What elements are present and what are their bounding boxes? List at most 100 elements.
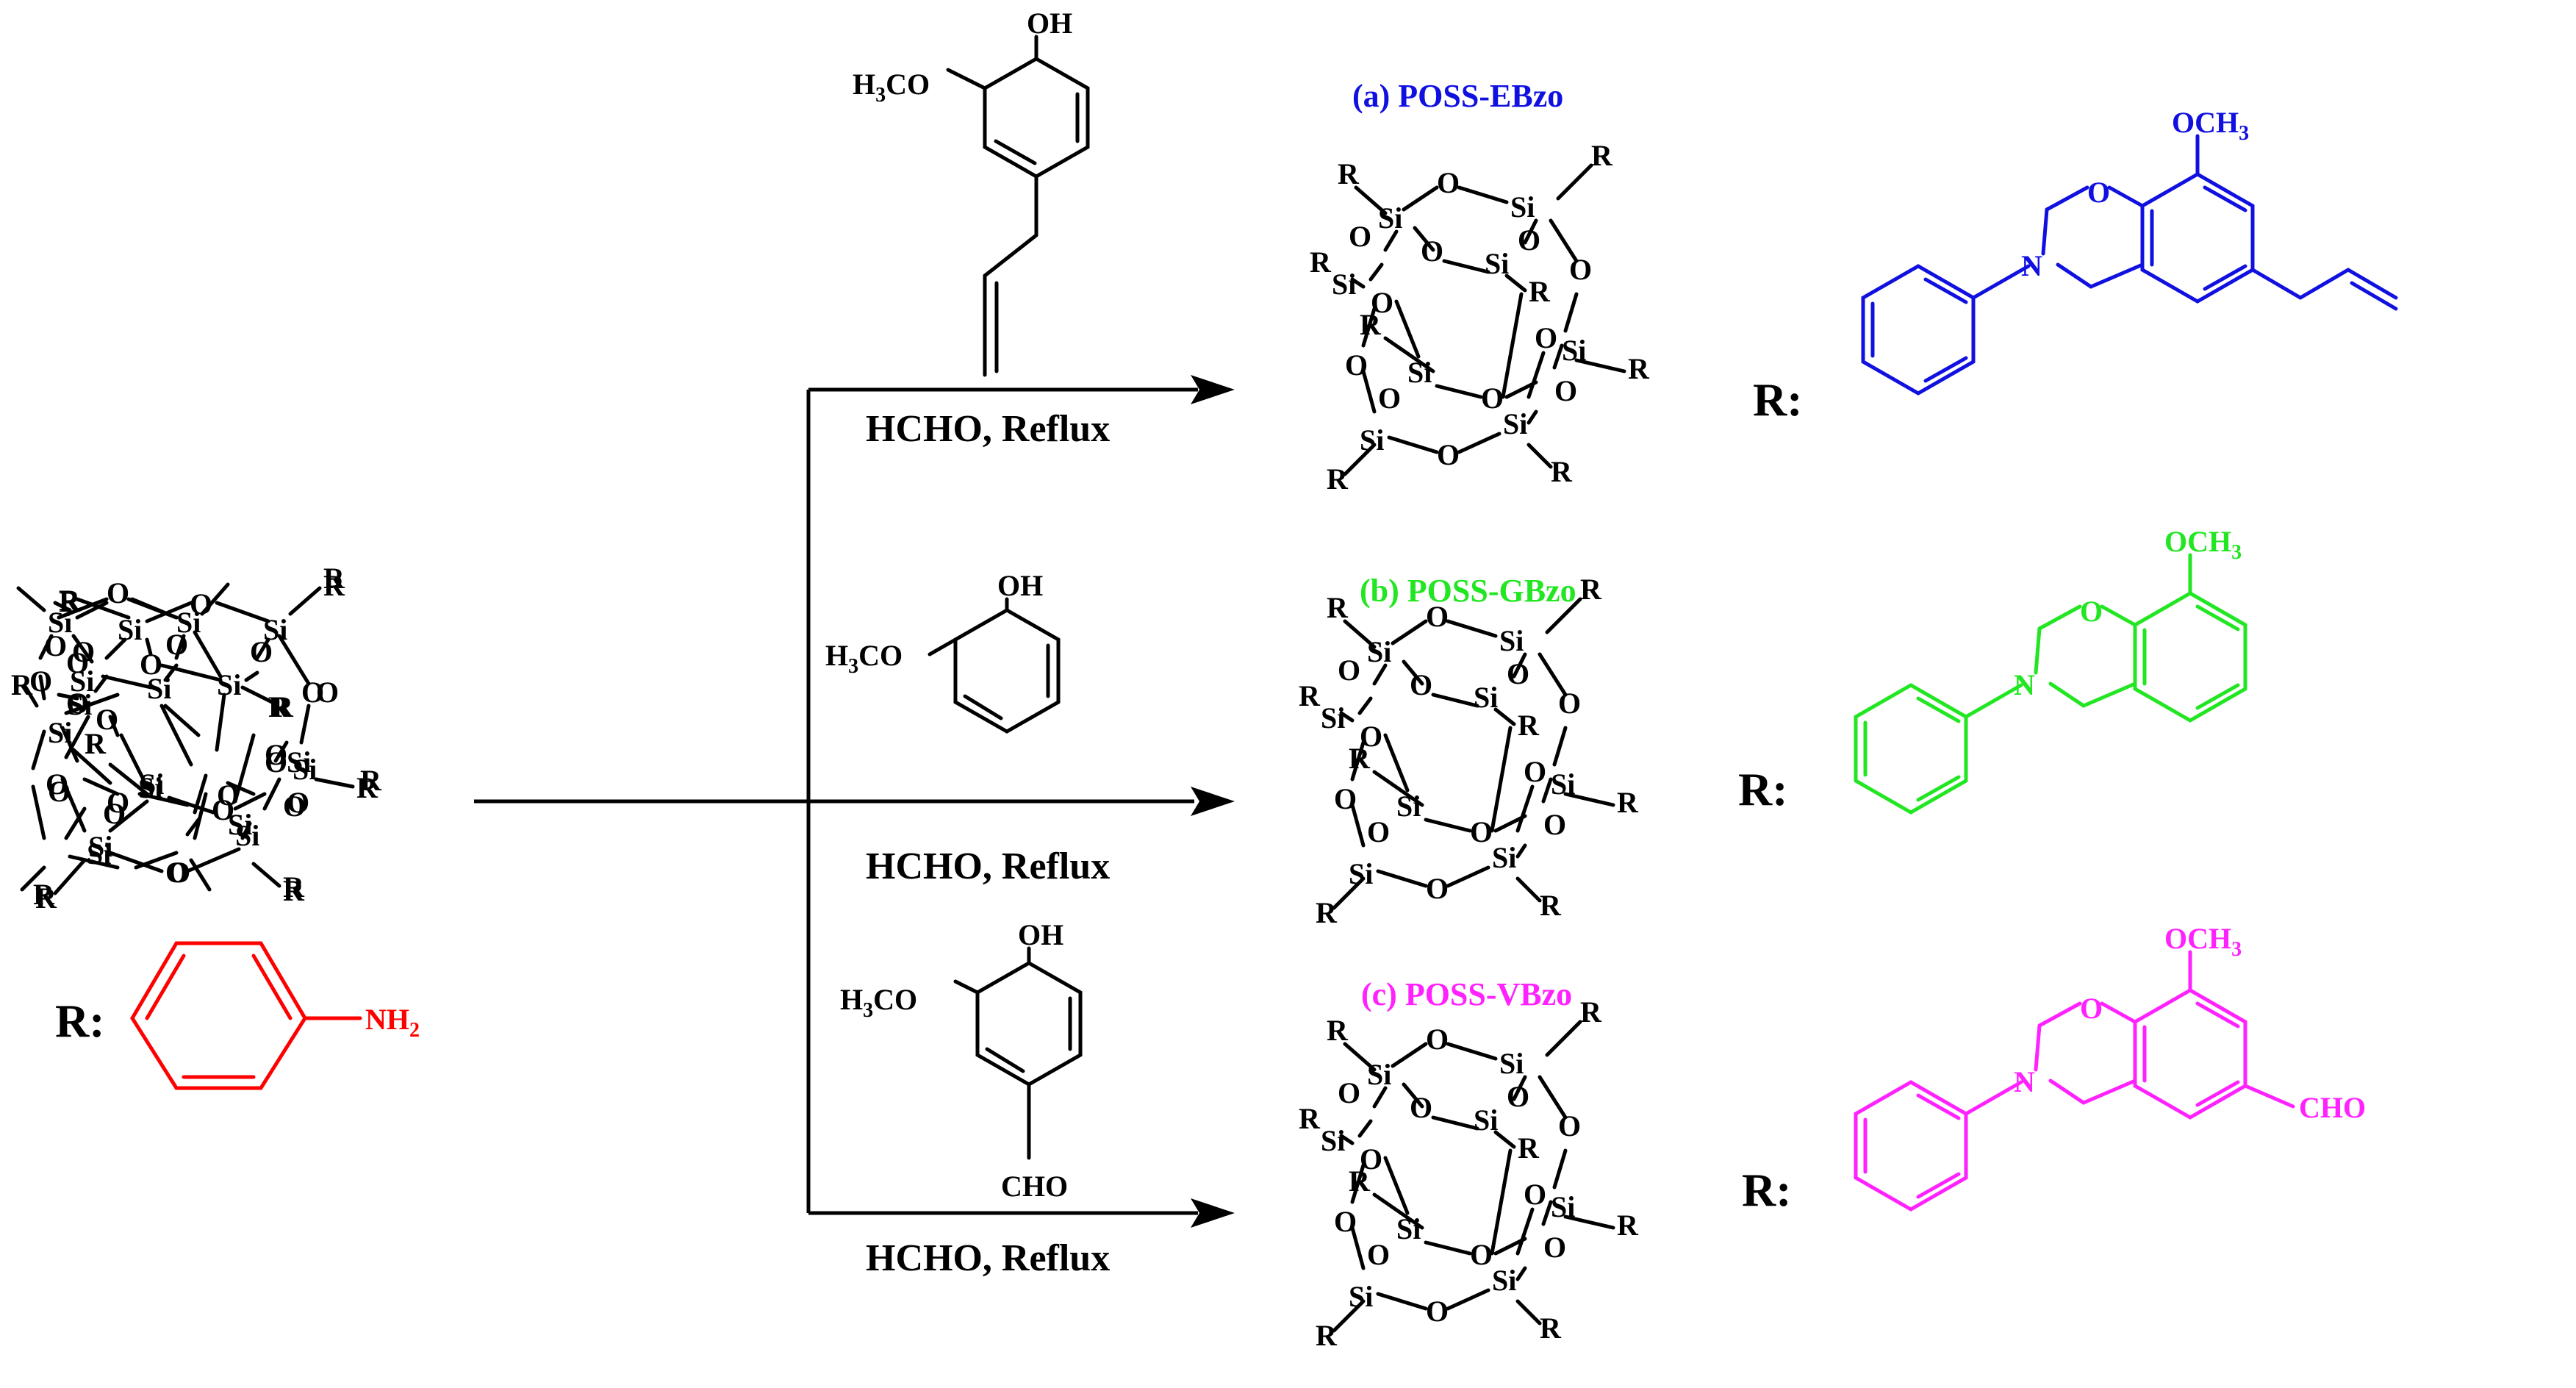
o-atom: O (250, 635, 273, 668)
o-atom: O (66, 646, 89, 679)
r-label: R: (1742, 1164, 1792, 1216)
product-poss-b: Si O Si O O O O Si Si O O Si O Si O O O … (1299, 573, 1639, 929)
methoxy-group: H3CO (853, 68, 930, 107)
o-atom: O (1334, 782, 1357, 815)
r-group: R (1518, 1131, 1540, 1165)
r-label: R: (1753, 373, 1803, 426)
o-atom: O (1426, 1295, 1449, 1328)
si-atom: Si (1492, 1264, 1516, 1297)
r-group: R (1628, 352, 1650, 385)
o-atom: O (1338, 1076, 1360, 1109)
o-atom: O (1426, 872, 1449, 905)
o-atom: O (265, 738, 287, 771)
si-atom: Si (70, 665, 94, 698)
condition-a: HCHO, Reflux (866, 408, 1110, 450)
o-atom: O (1524, 755, 1546, 788)
si-atom: Si (1510, 190, 1535, 223)
o-atom: O (1554, 374, 1577, 407)
r-group: R (1529, 275, 1551, 308)
si-atom: Si (235, 819, 259, 852)
o-atom: O (165, 628, 188, 661)
r-group: R (1518, 709, 1540, 742)
r-group: R (11, 668, 33, 701)
si-atom: Si (1499, 624, 1524, 657)
r-group: R (1580, 573, 1602, 606)
methoxy-group: H3CO (825, 639, 903, 678)
r-group: R (283, 870, 305, 904)
si-atom: Si (1562, 334, 1586, 367)
o-atom: O (66, 687, 89, 720)
o-atom: O (1360, 1142, 1382, 1176)
o-atom: O (1518, 223, 1540, 257)
o-atom: O (1558, 687, 1581, 720)
oh-group: OH (1018, 918, 1063, 951)
o-atom: O (1378, 382, 1401, 415)
si-atom: Si (1367, 1058, 1391, 1091)
o-atom: O (1470, 1238, 1493, 1271)
si-atom: Si (147, 672, 171, 705)
o-atom: O (29, 665, 52, 698)
si-atom: Si (1474, 681, 1498, 714)
o-atom: O (1367, 1238, 1390, 1271)
aniline-r-group: R: NH2 (55, 941, 420, 1090)
o-atom: O (1470, 815, 1493, 848)
condition-b: HCHO, Reflux (866, 845, 1110, 887)
r-group: R (1551, 455, 1573, 488)
r-group: R (1316, 1319, 1338, 1352)
si-atom: Si (293, 753, 317, 786)
o-atom: O (1543, 1231, 1566, 1264)
methoxy-group: H3CO (840, 983, 917, 1022)
r-label: R: (55, 995, 105, 1047)
o-atom: O (96, 703, 118, 736)
eugenol-reagent: OH H3CO (853, 7, 1090, 377)
si-atom: Si (287, 745, 311, 779)
si-atom: Si (1503, 407, 1527, 440)
si-atom: Si (176, 606, 201, 639)
benzoxazine-r-c: R: N O OCH3 CHO (1742, 922, 2366, 1216)
o-atom: O (2087, 176, 2110, 209)
r-group: R (1591, 139, 1613, 172)
o-atom: O (1426, 1023, 1449, 1056)
oh-group: OH (1027, 7, 1072, 40)
o-atom: O (1507, 657, 1529, 690)
si-atom: Si (1485, 247, 1509, 280)
o-atom: O (1371, 286, 1393, 319)
o-atom: O (1569, 253, 1592, 286)
product-title-b: (b) POSS-GBzo (1360, 573, 1576, 609)
condition-c: HCHO, Reflux (866, 1237, 1110, 1279)
o-atom: O (2080, 595, 2103, 628)
o-atom: O (103, 797, 126, 830)
guaiacol-reagent: OH H3CO (825, 569, 1061, 734)
r-group: R (1540, 1312, 1562, 1345)
r-group: R (272, 690, 294, 723)
r-group: R (85, 727, 107, 760)
o-atom: O (212, 793, 234, 826)
r-group: R (33, 878, 55, 911)
si-atom: Si (118, 613, 142, 646)
benzoxazine-r-a: R: N O OCH3 (1753, 106, 2398, 426)
si-atom: Si (1396, 1212, 1421, 1245)
n-atom: N (2021, 249, 2042, 282)
si-atom: Si (1321, 1124, 1345, 1157)
product-title-a: (a) POSS-EBzo (1352, 78, 1563, 114)
o-atom: O (1524, 1178, 1546, 1211)
si-atom: Si (1378, 201, 1402, 235)
r-group: R (11, 668, 33, 701)
o-atom: O (1481, 382, 1504, 415)
product-poss-c: Si O Si O O O O Si Si O O Si O Si O O O … (1299, 995, 1639, 1352)
o-atom: O (107, 576, 129, 609)
o-atom: O (46, 768, 68, 801)
r-group: R (1617, 1209, 1639, 1242)
r-group: R (268, 690, 290, 723)
o-atom: O (1334, 1205, 1357, 1238)
si-atom: Si (1551, 1190, 1575, 1223)
aldehyde-group: CHO (1001, 1170, 1068, 1203)
methoxy-group: OCH3 (2164, 922, 2242, 961)
o-atom: O (1437, 166, 1460, 199)
nh2-group: NH2 (365, 1003, 420, 1042)
o-atom: O (1543, 808, 1566, 841)
r-group: R (1327, 1014, 1349, 1047)
si-atom: Si (1551, 768, 1575, 801)
methoxy-group: OCH3 (2164, 525, 2242, 564)
